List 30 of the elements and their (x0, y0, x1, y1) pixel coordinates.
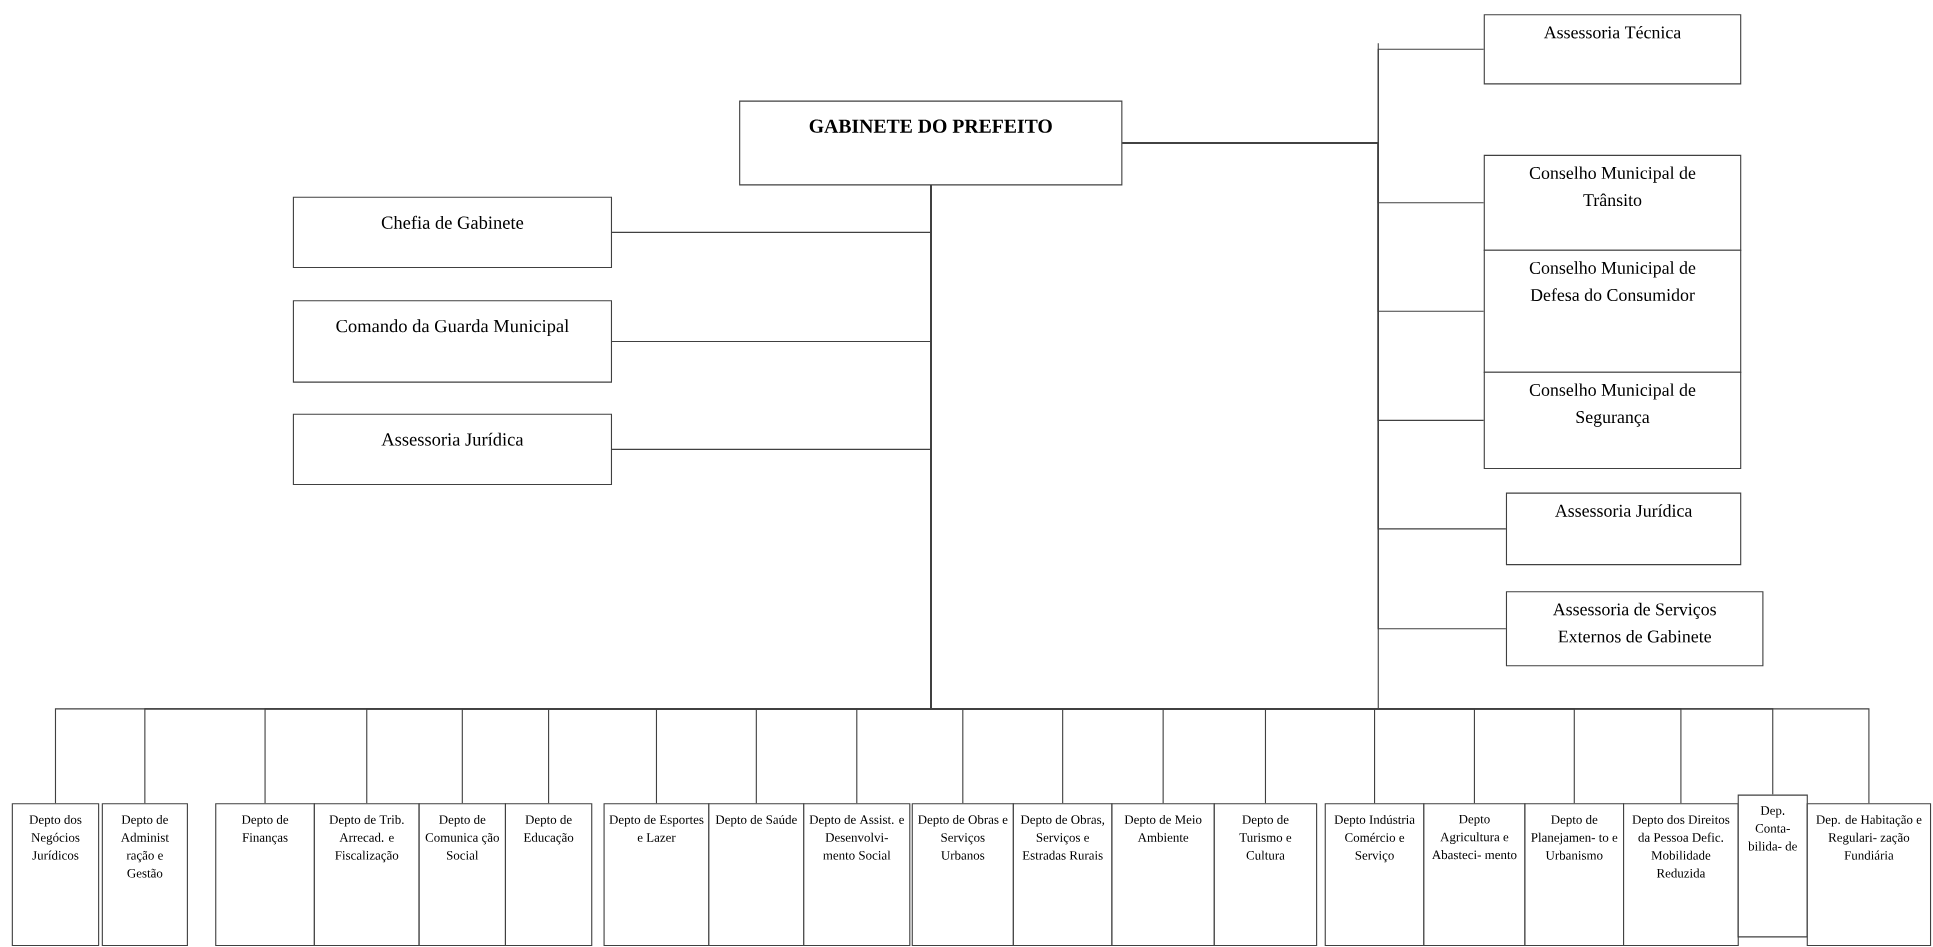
department-box: Depto Agricultura e Abasteci- mento (1423, 803, 1526, 947)
department-box: Depto de Turismo e Cultura (1213, 803, 1318, 947)
department-box: Depto de Meio Ambiente (1111, 803, 1215, 947)
department-box: Depto de Assist. e Desenvolvi- mento Social (803, 803, 911, 947)
department-box: Dep. Conta- bilida- de (1737, 794, 1808, 938)
unit-box: Conselho Municipal de Defesa do Consumidor (1483, 249, 1742, 373)
head-box: GABINETE DO PREFEITO (739, 100, 1123, 186)
unit-box: Assessoria Técnica (1483, 14, 1742, 85)
department-box: Dep. de Habitação e Regulari- zação Fundiária (1806, 803, 1932, 947)
department-box: Depto de Educação (504, 803, 593, 947)
department-box: Depto de Esportes e Lazer (603, 803, 710, 947)
department-box: Depto de Planejamen- to e Urbanismo (1524, 803, 1625, 947)
unit-box: Conselho Municipal de Trânsito (1483, 154, 1742, 251)
department-box: Depto de Obras e Serviços Urbanos (911, 803, 1014, 947)
department-box: Depto dos Direitos da Pessoa Defic. Mobilidade Reduzida (1623, 803, 1739, 947)
unit-box: Chefia de Gabinete (292, 196, 613, 269)
department-box: Depto de Trib. Arrecad. e Fiscalização (313, 803, 420, 947)
unit-box: Assessoria de Serviços Externos de Gabinete (1505, 591, 1764, 667)
department-box: Depto de Administ ração e Gestão (101, 803, 188, 947)
department-box: Depto dos Negócios Jurídicos (11, 803, 100, 947)
unit-box: Comando da Guarda Municipal (292, 300, 613, 383)
department-box: Depto de Comunica ção Social (418, 803, 506, 947)
department-box: Depto de Obras, Serviços e Estradas Rurais (1012, 803, 1113, 947)
unit-box: Conselho Municipal de Segurança (1483, 371, 1742, 470)
department-box: Depto de Saúde (708, 803, 805, 947)
connector-line (1121, 142, 1507, 630)
department-box: Depto Indústria Comércio e Serviço (1324, 803, 1425, 947)
department-box: Depto de Finanças (215, 803, 315, 947)
unit-box: Assessoria Jurídica (1505, 492, 1742, 566)
unit-box: Assessoria Jurídica (292, 413, 613, 486)
